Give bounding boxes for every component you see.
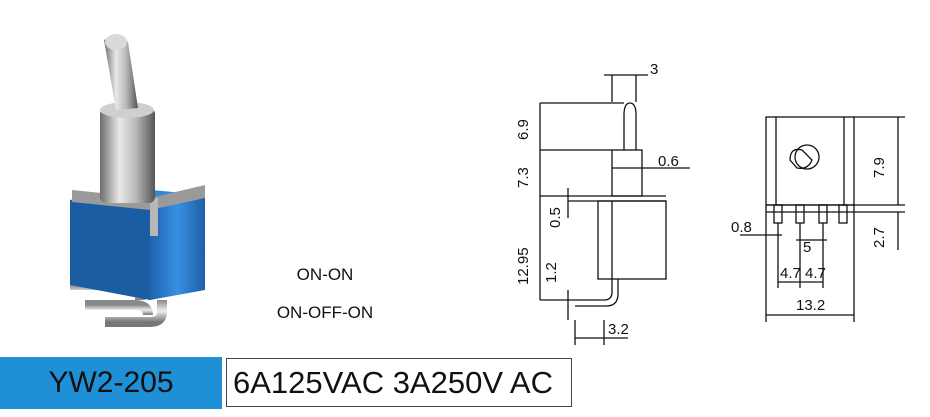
rating-label: 6A125VAC 3A250V AC (226, 358, 572, 407)
model-label: YW2-205 (0, 357, 222, 409)
switch-modes: ON-ON ON-OFF-ON (250, 262, 400, 338)
side-view-labels: 3 6.9 7.3 0.6 0.5 12.95 1.2 3.2 (515, 61, 679, 338)
dim-body-height: 12.95 (515, 247, 532, 285)
dim-lever-height: 6.9 (515, 119, 532, 140)
mode-on-off-on: ON-OFF-ON (276, 303, 374, 322)
dim-bushing-height: 7.3 (515, 167, 532, 188)
dim-plate-thickness: 0.5 (547, 207, 564, 228)
dim-top-width: 3 (650, 61, 658, 78)
dim-body-width: 13.2 (796, 297, 825, 314)
side-view-drawing (539, 74, 690, 345)
dim-side-height: 7.9 (871, 157, 888, 178)
dim-terminal-height: 2.7 (871, 227, 888, 248)
dim-terminal-width: 0.8 (731, 219, 752, 236)
dim-terminal-length: 3.2 (608, 321, 629, 338)
front-view-labels: 7.9 2.7 0.8 5 4.7 4.7 13.2 (731, 157, 888, 314)
switch-photo (70, 34, 205, 327)
dim-pitch-right: 4.7 (805, 265, 826, 282)
mode-on-on: ON-ON (296, 265, 354, 284)
dim-terminal-gap: 5 (803, 239, 811, 256)
dim-bushing-step: 0.6 (658, 153, 679, 170)
dim-pitch-left: 4.7 (780, 265, 801, 282)
dim-terminal-thickness: 1.2 (543, 262, 560, 283)
front-view-drawing (740, 116, 905, 322)
